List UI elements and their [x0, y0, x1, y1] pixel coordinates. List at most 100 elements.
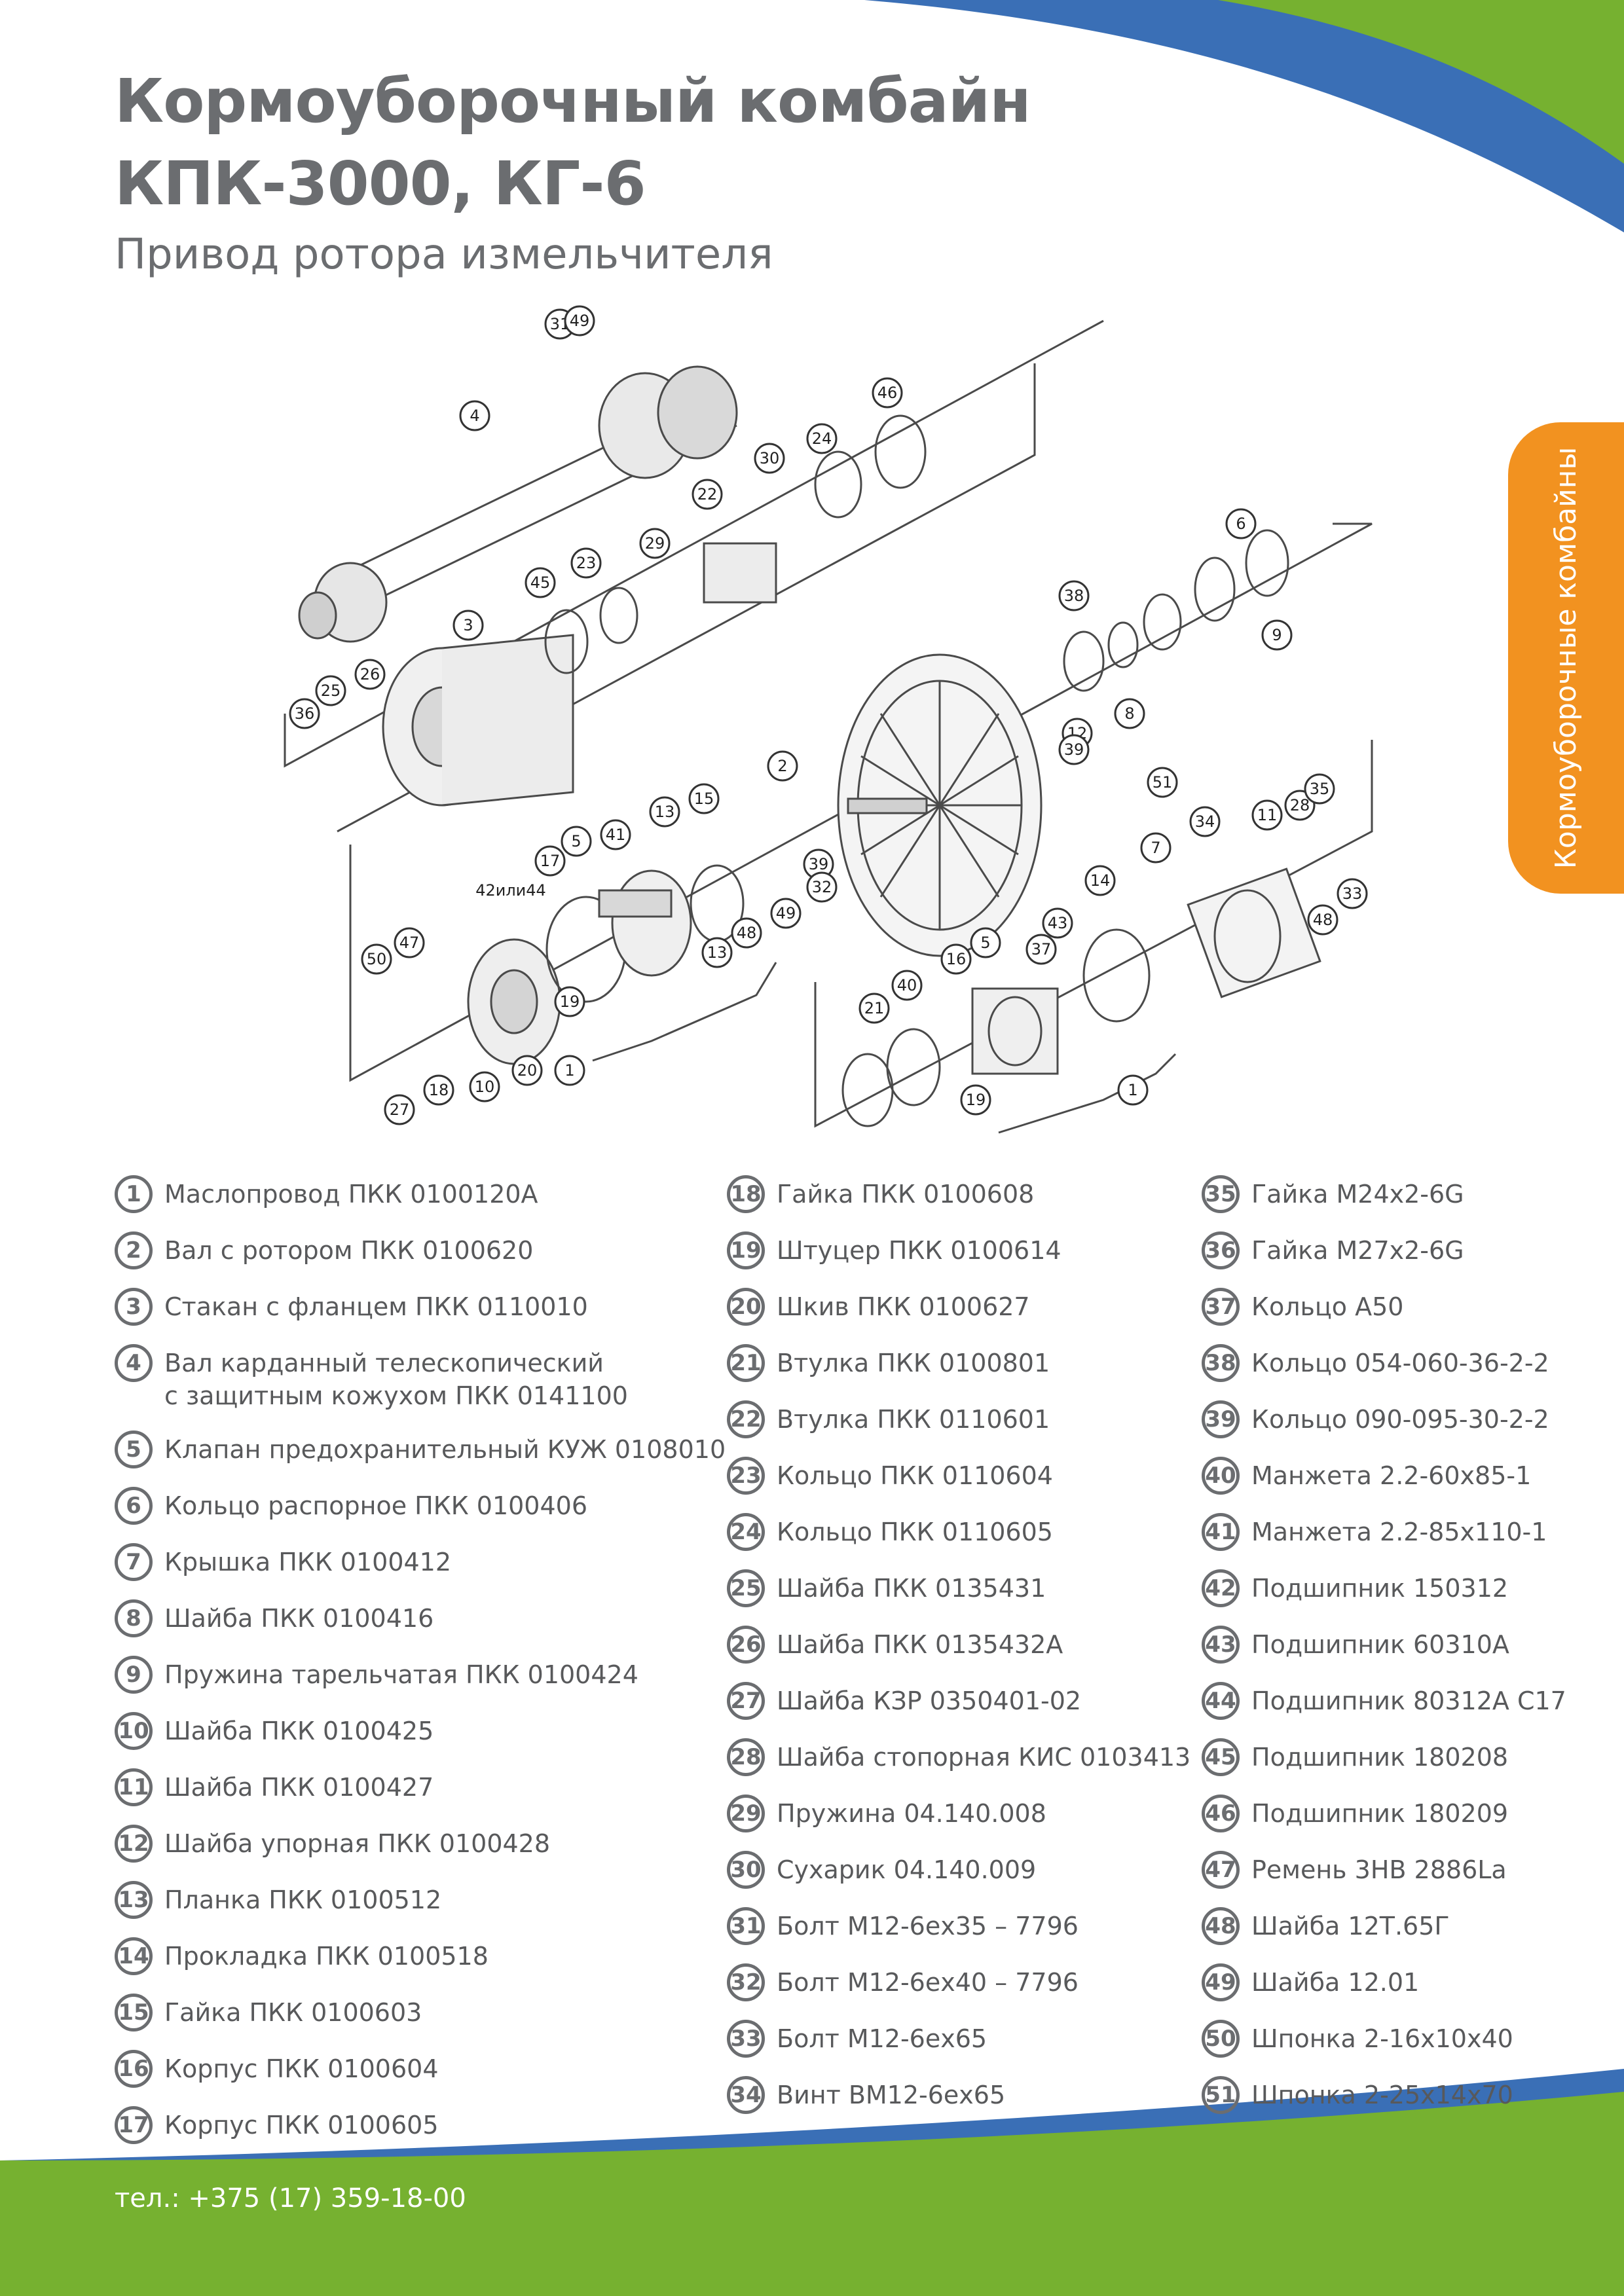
legend-label: Корпус ПКК 0100604: [164, 2054, 439, 2083]
legend-label: Кольцо распорное ПКК 0100406: [164, 1491, 588, 1520]
rotor-disk: [837, 653, 1043, 957]
top-green-swoosh: [1218, 0, 1624, 164]
callout-circle: [554, 986, 585, 1017]
callout-circle: [970, 927, 1001, 958]
legend-label: Кольцо ПКК 0110604: [777, 1461, 1053, 1490]
callout-circle: [688, 783, 720, 814]
legend-label: Клапан предохранительный КУЖ 0108010: [164, 1435, 726, 1464]
callout-number: 18: [429, 1081, 449, 1099]
callout-circle: [361, 943, 392, 975]
legend-label: Кольцо А50: [1251, 1292, 1404, 1321]
callout-number: 20: [517, 1061, 538, 1080]
legend-label: Вал карданный телескопический с защитным…: [164, 1349, 628, 1410]
callout-number: 51: [1153, 773, 1173, 792]
callout-number: 45: [530, 574, 551, 592]
callout-number: 30: [760, 449, 780, 467]
legend-item: 9 Пружина тарельчатая ПКК 0100424: [115, 1656, 726, 1694]
callout-circle: [731, 917, 762, 949]
callout-number: 10: [475, 1078, 495, 1096]
legend-label: Ремень 3НВ 2886La: [1251, 1855, 1507, 1884]
callout-number: 4: [470, 407, 479, 425]
legend-number-badge: 29: [727, 1795, 765, 1832]
callout-number: 29: [645, 534, 665, 553]
legend-number-badge: 9: [115, 1656, 153, 1694]
callout-number: 47: [399, 934, 420, 952]
legend-label: Шайба ПКК 0135431: [777, 1574, 1046, 1603]
callout-number: 50: [367, 950, 387, 968]
legend-number-badge: 23: [727, 1457, 765, 1495]
callout-number: 37: [1031, 940, 1052, 958]
callout-circle: [1284, 790, 1316, 821]
callout-number: 9: [1272, 626, 1282, 644]
callout-circle: [639, 528, 671, 559]
callout-circle: [1261, 619, 1293, 651]
callout-circle: [354, 659, 386, 690]
legend-number-badge: 38: [1202, 1344, 1240, 1382]
legend-label: Гайка М27х2-6G: [1251, 1236, 1464, 1265]
legend-number-badge: 46: [1202, 1795, 1240, 1832]
legend-label: Втулка ПКК 0100801: [777, 1349, 1050, 1377]
callout-number: 23: [576, 554, 597, 572]
callout-circle: [423, 1074, 454, 1106]
legend-label: Шайба стопорная КИС 0103413: [777, 1743, 1191, 1772]
legend-item: 46 Подшипник 180209: [1202, 1795, 1566, 1832]
legend-label: Гайка ПКК 0100603: [164, 1998, 422, 2027]
callout-circle: [1140, 832, 1172, 864]
callout-circle: [1189, 806, 1221, 837]
legend-number-badge: 43: [1202, 1626, 1240, 1664]
callout-circle: [1147, 767, 1178, 798]
legend-label: Пружина тарельчатая ПКК 0100424: [164, 1660, 638, 1689]
callout-circle: [394, 927, 425, 958]
legend-label: Болт М12-6ех65: [777, 2024, 987, 2053]
callout-circle: [1307, 904, 1338, 936]
legend-number-badge: 44: [1202, 1682, 1240, 1720]
callout-number: 11: [1257, 806, 1278, 824]
legend-number-badge: 50: [1202, 2020, 1240, 2058]
callout-number: 39: [1064, 740, 1084, 759]
callout-circle: [1117, 1074, 1149, 1106]
legend-label: Маслопровод ПКК 0100120А: [164, 1180, 538, 1209]
callout-number: 41: [606, 826, 626, 844]
callout-circle: [315, 675, 346, 706]
side-tab[interactable]: Кормоуборочные комбайны: [1508, 422, 1624, 894]
legend-label: Подшипник 180209: [1251, 1799, 1509, 1828]
legend-number-badge: 14: [115, 1937, 153, 1975]
callout-circle: [1114, 698, 1145, 729]
legend-item: 5 Клапан предохранительный КУЖ 0108010: [115, 1430, 726, 1468]
callout-number: 7: [1151, 839, 1160, 857]
callout-number: 19: [560, 993, 580, 1011]
legend-number-badge: 5: [115, 1430, 153, 1468]
footer-phone[interactable]: тел.: +375 (17) 359-18-00: [115, 2183, 466, 2214]
callout-circle: [564, 305, 595, 337]
legend-number-badge: 2: [115, 1231, 153, 1269]
callout-circle: [754, 443, 785, 474]
callout-number: 1: [564, 1061, 574, 1080]
callout-circle: [511, 1055, 543, 1086]
legend-label: Подшипник 150312: [1251, 1574, 1509, 1603]
legend-label: Шайба ПКК 0135432А: [777, 1630, 1063, 1659]
legend-number-badge: 22: [727, 1400, 765, 1438]
callout-number: 38: [1064, 587, 1084, 605]
legend-label: Шайба 12.01: [1251, 1968, 1420, 1997]
callout-number: 8: [1124, 704, 1134, 723]
callout-number: 24: [812, 429, 832, 448]
legend-number-badge: 17: [115, 2106, 153, 2144]
